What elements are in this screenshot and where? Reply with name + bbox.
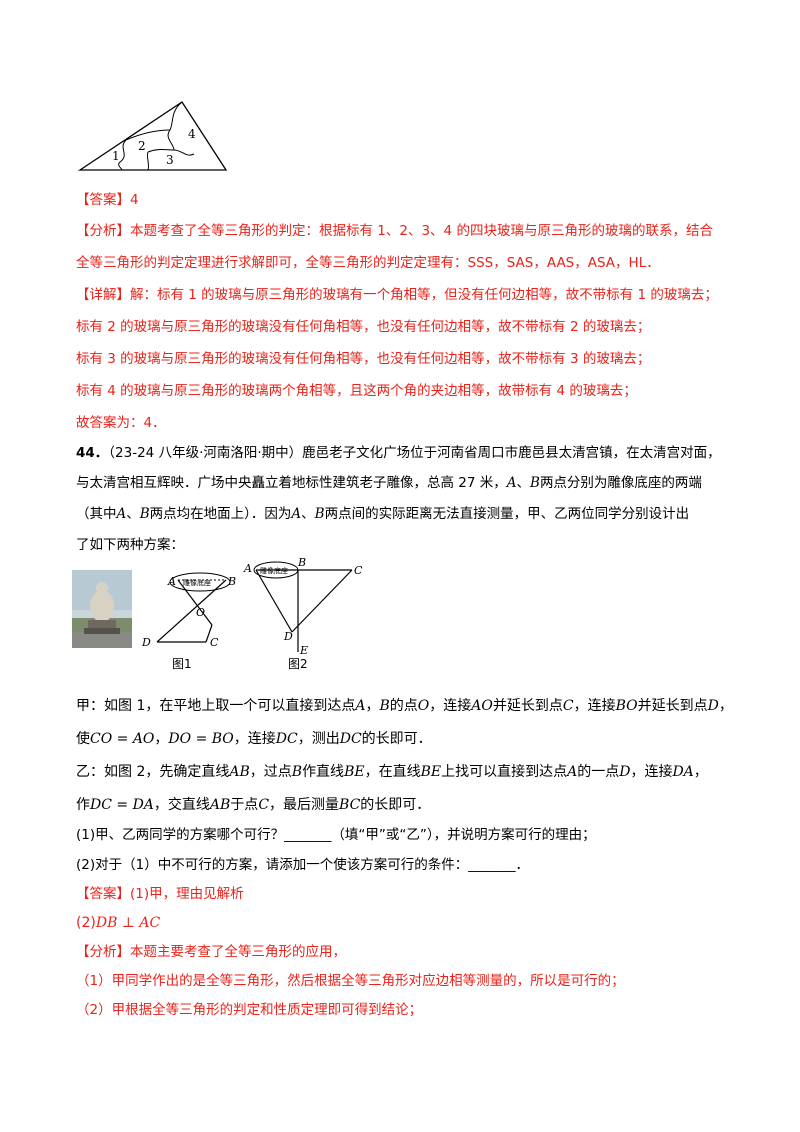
crack-line-5: [146, 151, 150, 171]
statue-photo: [72, 570, 132, 648]
answer-value: 4: [130, 192, 139, 208]
point-E-label: E: [299, 644, 308, 657]
detail-line-1: 【详解】解：标有 1 的玻璃与原三角形的玻璃有一个角相等，但没有任何边相等，故不…: [76, 287, 718, 303]
statue-base-label: 雕像底座: [260, 566, 288, 575]
analysis-44-line-3: （2）甲根据全等三角形的判定和性质定理即可得到结论；: [76, 1002, 423, 1018]
analysis-line-2: 全等三角形的判定定理进行求解即可，全等三角形的判定定理有：SSS，SAS，AAS…: [76, 255, 660, 271]
statue-base-ellipse: [169, 572, 231, 592]
question-44-line-2: 与太清宫相互辉映．广场中央矗立着地标性建筑老子雕像，总高 27 米，A、B两点分…: [76, 475, 702, 491]
plan-jia-line-1: 甲：如图 1，在平地上取一个可以直接到达点A，B的点O，连接AO并延长到点C，连…: [76, 698, 733, 714]
crack-line-1: [118, 139, 127, 171]
figure-1-diagram: 雕像底座 A B O D C 图1: [141, 572, 236, 670]
detail-line-5: 故答案为：4．: [76, 415, 166, 431]
piece-label-3: 3: [166, 153, 174, 167]
question-source: （23-24 八年级·河南洛阳·期中）: [108, 445, 303, 461]
point-C-label: C: [210, 636, 219, 649]
broken-glass-triangle-figure: 1 2 3 4: [78, 101, 228, 171]
point-C-label: C: [354, 564, 363, 577]
plan-yi-line-2: 作DC = DA，交直线AB于点C，最后测量BC的长即可．: [76, 797, 431, 813]
statue-base-label: 雕像底座: [183, 578, 211, 587]
analysis-line-1: 【分析】本题考查了全等三角形的判定：根据标有 1、2、3、4 的四块玻璃与原三角…: [76, 223, 713, 239]
answer-44-line-1: 【答案】(1)甲，理由见解析: [76, 886, 244, 902]
crack-line-3: [167, 101, 183, 151]
piece-label-4: 4: [188, 127, 196, 141]
point-O-label: O: [196, 606, 205, 619]
figure-2-caption: 图2: [288, 657, 308, 671]
answer-line: 【答案】4: [76, 191, 139, 209]
piece-label-2: 2: [138, 139, 146, 153]
detail-line-2: 标有 2 的玻璃与原三角形的玻璃没有任何角相等，也没有任何边相等，故不带标有 2…: [76, 319, 651, 335]
analysis-44-line-2: （1）甲同学作出的是全等三角形，然后根据全等三角形对应边相等测量的，所以是可行的…: [76, 973, 625, 989]
question-44-line-1: 44．（23-24 八年级·河南洛阳·期中）鹿邑老子文化广场位于河南省周口市鹿邑…: [76, 445, 721, 461]
point-D-label: D: [283, 630, 293, 643]
detail-line-4: 标有 4 的玻璃与原三角形的玻璃两个角相等，且这两个角的夹边相等，故带标有 4 …: [76, 383, 637, 399]
question-44-line-3: （其中A、B两点均在地面上）．因为A、B两点间的实际距离无法直接测量，甲、乙两位…: [76, 506, 690, 522]
analysis-tag: 【分析】: [76, 223, 130, 239]
point-A-label: A: [243, 562, 252, 575]
analysis-tag: 【分析】: [76, 944, 130, 960]
point-B-label: B: [227, 575, 236, 588]
sub-question-1: (1)甲、乙两同学的方案哪个可行？_______（填“甲”或“乙”），并说明方案…: [76, 827, 596, 843]
detail-tag: 【详解】: [76, 287, 130, 303]
question-44-line-4: 了如下两种方案：: [76, 537, 184, 553]
plan-jia-line-2: 使CO = AO，DO = BO，连接DC，测出DC的长即可．: [76, 731, 432, 747]
answer-44-line-2: (2)DB ⊥ AC: [76, 915, 161, 931]
crack-line-4: [147, 149, 195, 156]
point-B-label: B: [297, 556, 306, 569]
detail-line-3: 标有 3 的玻璃与原三角形的玻璃没有任何角相等，也没有任何边相等，故不带标有 3…: [76, 351, 651, 367]
point-A-label: A: [167, 575, 176, 588]
analysis-44-line-1: 【分析】本题主要考查了全等三角形的应用，: [76, 944, 346, 960]
figure-1-caption: 图1: [172, 657, 192, 670]
piece-label-1: 1: [112, 149, 120, 163]
question-number: 44．: [76, 445, 109, 461]
sub-question-2: (2)对于（1）中不可行的方案，请添加一个使该方案可行的条件：_______．: [76, 857, 529, 873]
figure-2-diagram: 雕像底座 A B C D E 图2: [243, 556, 363, 671]
plan-yi-line-1: 乙：如图 2，先确定直线AB，过点B作直线BE，在直线BE上找可以直接到达点A的…: [76, 764, 708, 780]
point-D-label: D: [141, 636, 151, 649]
crack-line-2: [125, 129, 171, 141]
answer-tag: 【答案】: [76, 886, 130, 902]
answer-tag: 【答案】: [76, 192, 130, 208]
triangle-outline: [78, 101, 228, 171]
